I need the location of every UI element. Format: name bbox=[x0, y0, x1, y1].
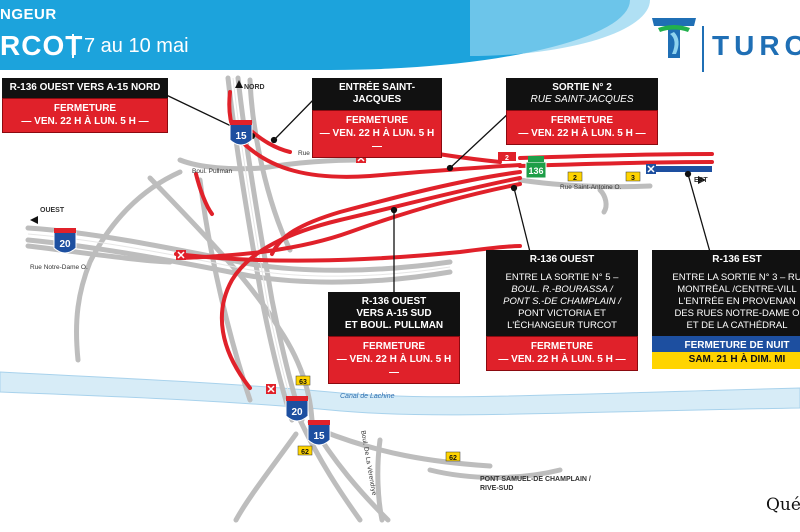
closure-box: FERMETURE — VEN. 22 H À LUN. 5 H — bbox=[328, 336, 460, 384]
canal-de-lachine bbox=[0, 371, 800, 416]
night-closure-segment bbox=[650, 166, 712, 172]
header-banner: NGEUR RCOT 7 au 10 mai bbox=[0, 0, 800, 70]
exit-63-number: 63 bbox=[299, 379, 307, 386]
label-est: EST bbox=[694, 177, 708, 184]
callout-r136-ouest-sortie5: R-136 OUEST ENTRE LA SORTIE N° 5 – BOUL.… bbox=[486, 250, 638, 371]
turcot-logo: TURCO bbox=[650, 14, 800, 74]
callout-body-line: L'ÉCHANGEUR TURCOT bbox=[507, 320, 617, 331]
callout-r136-ouest-a15-nord: R-136 OUEST VERS A-15 NORD FERMETURE — V… bbox=[2, 78, 168, 133]
exit-62b-badge bbox=[445, 451, 461, 462]
exit-62a-number: 62 bbox=[301, 449, 309, 456]
label-boul-pullman: Boul. Pullman bbox=[192, 168, 233, 175]
footer-brand: Qué bbox=[766, 495, 800, 515]
night-closure-time: SAM. 21 H À DIM. MI bbox=[652, 352, 800, 369]
callout-title-line: R-136 OUEST bbox=[361, 296, 427, 307]
closure-status: FERMETURE bbox=[550, 115, 614, 126]
r136-shield-number: 136 bbox=[528, 166, 543, 176]
west-arrow-icon bbox=[30, 216, 38, 224]
exit-2b-badge bbox=[567, 171, 583, 182]
exit-62b-number: 62 bbox=[449, 455, 457, 462]
header-divider bbox=[72, 34, 74, 58]
exit-62a-badge bbox=[297, 445, 313, 456]
callout-body-line: PONT VICTORIA ET bbox=[518, 308, 606, 319]
east-arrow-icon bbox=[698, 176, 706, 184]
callout-title: ENTRÉE SAINT-JACQUES bbox=[312, 78, 442, 110]
callout-body: ENTRE LA SORTIE N° 5 – BOUL. R.-BOURASSA… bbox=[486, 270, 638, 336]
exit-3-number: 3 bbox=[631, 175, 635, 182]
a20-shield-bottom bbox=[285, 396, 309, 422]
callout-sortie-2: SORTIE N° 2 RUE SAINT-JACQUES FERMETURE … bbox=[506, 78, 658, 145]
a15-shield-bottom bbox=[307, 420, 331, 446]
a15-shield-top-number: 15 bbox=[235, 131, 247, 142]
header-date: 7 au 10 mai bbox=[84, 35, 189, 57]
night-closure-status: FERMETURE DE NUIT bbox=[652, 336, 800, 352]
closure-status: FERMETURE bbox=[530, 341, 594, 352]
exit-2-badge bbox=[498, 152, 516, 161]
closure-box: FERMETURE — VEN. 22 H À LUN. 5 H — bbox=[486, 336, 638, 371]
callout-body-line: ET DE LA CATHÉDRAL bbox=[686, 320, 788, 331]
callout-body-line: DES RUES NOTRE-DAME O bbox=[674, 308, 800, 319]
callout-r136-ouest-a15-sud: R-136 OUEST VERS A-15 SUD ET BOUL. PULLM… bbox=[328, 292, 460, 384]
exit-2-number: 2 bbox=[505, 155, 509, 162]
callout-body-line: L'ENTRÉE EN PROVENAN bbox=[678, 296, 796, 307]
closure-status: FERMETURE bbox=[53, 103, 117, 114]
closure-time: — VEN. 22 H À LUN. 5 H — bbox=[498, 354, 626, 365]
closure-time: — VEN. 22 H À LUN. 5 H — bbox=[518, 128, 646, 139]
label-rue-notre-dame: Rue Notre-Dame O. bbox=[30, 264, 88, 271]
callout-title: R-136 EST bbox=[652, 250, 800, 270]
callout-body-line: ENTRE LA SORTIE N° 3 – RU bbox=[672, 272, 800, 283]
exit-2b-number: 2 bbox=[573, 175, 577, 182]
r136-shield bbox=[525, 156, 547, 179]
label-ouest: OUEST bbox=[40, 207, 65, 214]
closure-status: FERMETURE bbox=[362, 341, 426, 352]
closure-status: FERMETURE bbox=[345, 115, 409, 126]
callout-body: ENTRE LA SORTIE N° 3 – RU MONTRÉAL /CENT… bbox=[652, 270, 800, 336]
label-rive-sud: RIVE-SUD bbox=[480, 485, 514, 492]
closure-time: — VEN. 22 H À LUN. 5 H — bbox=[21, 116, 149, 127]
callout-r136-est: R-136 EST ENTRE LA SORTIE N° 3 – RU MONT… bbox=[652, 250, 800, 369]
callout-body-line: ENTRE LA SORTIE N° 5 – bbox=[505, 272, 619, 283]
label-nord: NORD bbox=[244, 84, 265, 91]
a20-shield-left bbox=[53, 228, 77, 254]
callout-title-line: ET BOUL. PULLMAN bbox=[344, 320, 444, 331]
callout-title: R-136 OUEST VERS A-15 NORD bbox=[2, 78, 168, 98]
callout-title-line: VERS A-15 SUD bbox=[356, 308, 432, 319]
header-title: RCOT bbox=[0, 30, 84, 61]
callout-title: SORTIE N° 2 bbox=[552, 82, 612, 93]
turcot-t-logo-icon bbox=[652, 18, 696, 58]
a20-shield-bottom-number: 20 bbox=[291, 407, 303, 418]
header-kicker: NGEUR bbox=[0, 6, 57, 23]
logo-divider bbox=[702, 26, 704, 72]
label-pont-champlain: PONT SAMUEL-DE CHAMPLAIN / bbox=[480, 476, 591, 483]
callout-r136-est-clip: R-136 EST ENTRE LA SORTIE N° 3 – RU MONT… bbox=[652, 250, 800, 390]
exit-3-badge bbox=[625, 171, 641, 182]
closure-box: FERMETURE — VEN. 22 H À LUN. 5 H — bbox=[312, 110, 442, 158]
closure-box: FERMETURE — VEN. 22 H À LUN. 5 H — bbox=[2, 98, 168, 133]
closure-box: FERMETURE — VEN. 22 H À LUN. 5 H — bbox=[506, 110, 658, 145]
callout-title: R-136 OUEST bbox=[486, 250, 638, 270]
north-arrow-icon bbox=[235, 80, 243, 88]
direction-arrows bbox=[30, 80, 706, 224]
label-rue-saint-antoine: Rue Saint-Antoine O. bbox=[560, 184, 622, 191]
closure-time: — VEN. 22 H À LUN. 5 H — bbox=[336, 354, 452, 378]
a15-shield-top bbox=[229, 120, 253, 146]
callout-pointers bbox=[159, 91, 711, 292]
logo-text: TURCO bbox=[712, 30, 800, 61]
label-canal: Canal de Lachine bbox=[340, 393, 395, 400]
a20-shield-left-number: 20 bbox=[59, 239, 71, 250]
callout-body-line: MONTRÉAL /CENTRE-VILL bbox=[677, 284, 797, 295]
callout-subtitle: RUE SAINT-JACQUES bbox=[530, 94, 634, 105]
callout-header: R-136 OUEST VERS A-15 SUD ET BOUL. PULLM… bbox=[328, 292, 460, 336]
a15-shield-bottom-number: 15 bbox=[313, 431, 325, 442]
callout-entree-saint-jacques: ENTRÉE SAINT-JACQUES FERMETURE — VEN. 22… bbox=[312, 78, 442, 158]
exit-63-badge bbox=[295, 375, 311, 386]
callout-body-line: PONT S.-DE CHAMPLAIN / bbox=[503, 296, 621, 307]
closure-time: — VEN. 22 H À LUN. 5 H — bbox=[319, 128, 435, 152]
callout-body-line: BOUL. R.-BOURASSA / bbox=[511, 284, 613, 295]
callout-header: SORTIE N° 2 RUE SAINT-JACQUES bbox=[506, 78, 658, 110]
